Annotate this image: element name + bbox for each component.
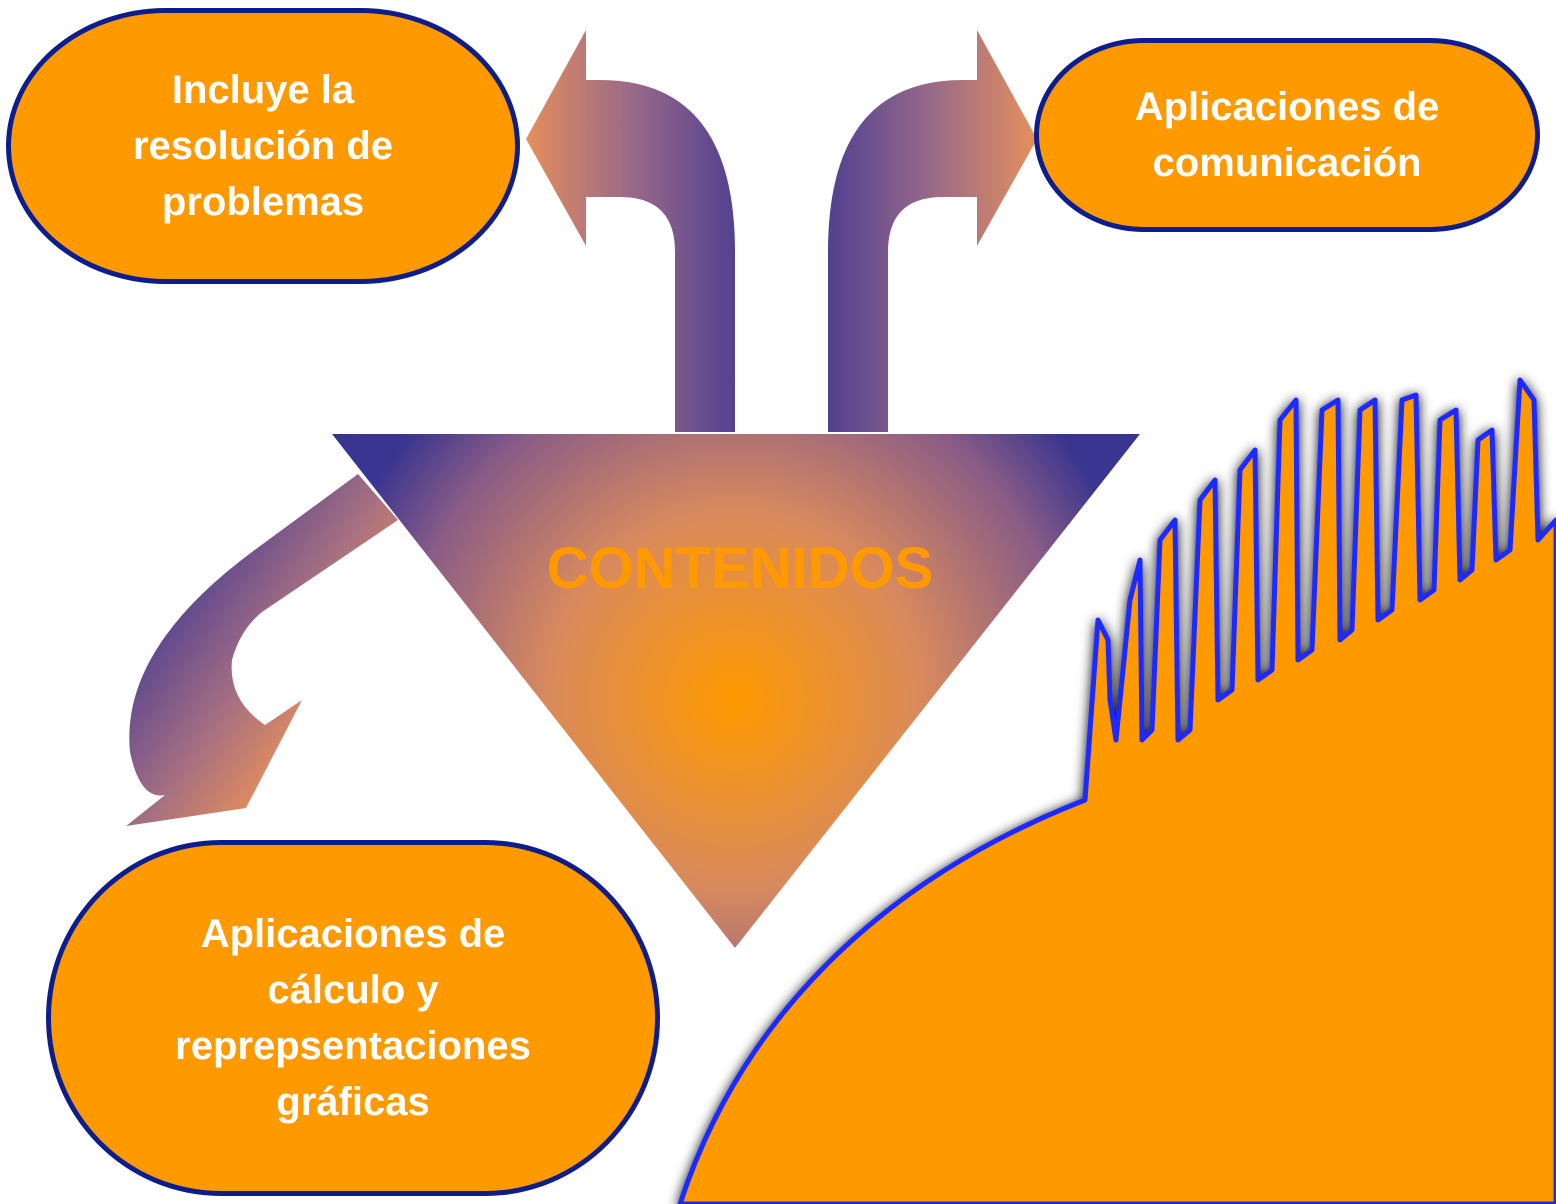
node-label: Aplicaciones de comunicación bbox=[1134, 85, 1440, 185]
node-aplicaciones-comunicacion: Aplicaciones de comunicación bbox=[1034, 38, 1540, 232]
arrow-to-calculo bbox=[126, 474, 398, 826]
arrow-to-problemas bbox=[526, 30, 735, 432]
node-resolucion-problemas: Incluye la resolución de problemas bbox=[6, 8, 520, 284]
arrow-to-comunicacion bbox=[828, 30, 1037, 432]
decorative-wave-blob bbox=[677, 377, 1556, 1204]
node-label: Incluye la resolución de problemas bbox=[132, 68, 394, 224]
node-aplicaciones-calculo: Aplicaciones de cálculo y reprepsentacio… bbox=[46, 840, 660, 1196]
funnel-triangle bbox=[332, 434, 1140, 948]
node-label: Aplicaciones de cálculo y reprepsentacio… bbox=[175, 912, 531, 1124]
center-label: CONTENIDOS bbox=[546, 536, 934, 601]
